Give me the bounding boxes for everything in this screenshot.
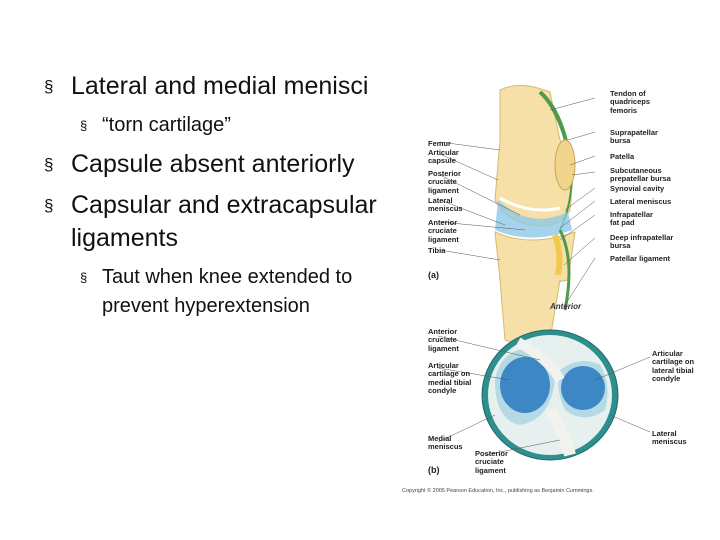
label-synovial-cavity: Synovial cavity	[610, 184, 665, 193]
label-lateral-articular-cartilage: Articular cartilage on lateral tibial co…	[652, 349, 695, 384]
knee-figure: Femur Articular capsule Posterior crucia…	[400, 80, 700, 500]
label-tibia: Tibia	[428, 246, 446, 255]
bullet-lateral-medial-menisci: § Lateral and medial menisci	[44, 70, 394, 103]
label-suprapatellar-bursa: Suprapatellar bursa	[610, 128, 658, 146]
bullet-torn-cartilage: § “torn cartilage”	[80, 111, 394, 140]
bullet-marker: §	[44, 77, 54, 96]
bullet-text: Capsule absent anteriorly	[71, 150, 355, 178]
label-anterior: Anterior	[550, 302, 582, 311]
label-posterior-cruciate: Posterior cruciate ligament	[428, 169, 461, 195]
label-medial-meniscus: Medial meniscus	[428, 434, 463, 452]
bullet-capsular-ligaments: § Capsular and extracapsular ligaments	[44, 189, 394, 255]
bullet-taut-when-extended: § Taut when knee extended to prevent hyp…	[80, 263, 394, 321]
bullet-text: Capsular and extracapsular ligaments	[71, 191, 377, 252]
bullet-capsule-absent: § Capsule absent anteriorly	[44, 148, 394, 181]
label-infrapatellar-fat-pad: Infrapatellar fat pad	[610, 210, 653, 228]
bullet-marker: §	[44, 155, 54, 174]
bullet-marker: §	[44, 196, 54, 215]
bullet-marker: §	[80, 270, 88, 285]
bullet-text: “torn cartilage”	[102, 114, 231, 136]
knee-illustration	[437, 85, 651, 461]
label-femur: Femur	[428, 139, 451, 148]
bullet-text: Lateral and medial menisci	[71, 72, 369, 100]
label-posterior-cruciate-b: Posterior cruciate ligament	[475, 449, 508, 475]
label-patella: Patella	[610, 152, 635, 161]
label-anterior-cruciate: Anterior cruciate ligament	[428, 218, 459, 244]
tibial-plateau-drawing	[481, 329, 619, 461]
label-articular-capsule: Articular capsule	[428, 148, 459, 166]
label-anterior-cruciate-b: Anterior cruciate ligament	[428, 327, 459, 353]
copyright-text: Copyright © 2005 Pearson Education, Inc.…	[402, 488, 594, 494]
panel-label-b: (b)	[428, 465, 440, 475]
bullet-text: Taut when knee extended to prevent hyper…	[102, 266, 353, 317]
bullet-marker: §	[80, 118, 88, 133]
label-lateral-meniscus-a: Lateral meniscus	[428, 196, 463, 214]
label-patellar-ligament: Patellar ligament	[610, 254, 671, 263]
label-deep-infrapatellar-bursa: Deep infrapatellar bursa	[610, 233, 674, 251]
label-prepatellar-bursa: Subcutaneous prepatellar bursa	[610, 166, 671, 184]
label-lateral-meniscus-b: Lateral meniscus	[652, 429, 687, 447]
label-quadriceps-tendon: Tendon of quadriceps femoris	[610, 89, 651, 115]
label-lateral-meniscus-r: Lateral meniscus	[610, 197, 672, 206]
knee-sagittal-drawing	[494, 85, 576, 346]
label-medial-articular-cartilage: Articular cartilage on medial tibial con…	[428, 361, 472, 396]
panel-label-a: (a)	[428, 270, 439, 280]
bullet-list: § Lateral and medial menisci § “torn car…	[44, 70, 394, 329]
